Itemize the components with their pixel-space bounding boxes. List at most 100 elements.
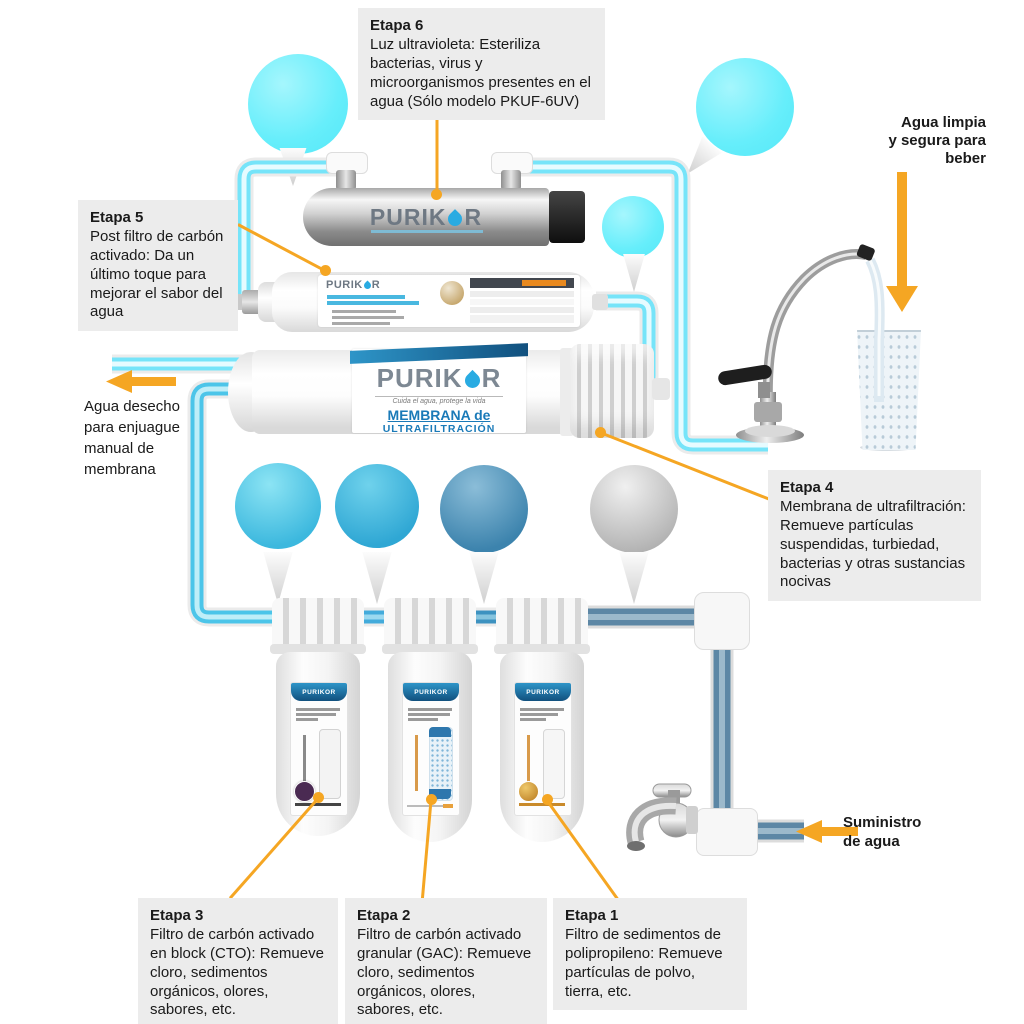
- label-text-bar: [332, 322, 390, 325]
- housing-collar: [494, 644, 590, 654]
- membrane-label-ribbon: [350, 343, 528, 364]
- supply-tee-fitting: [696, 808, 758, 856]
- label-vertical-text: [415, 735, 418, 791]
- label-text-bar: [408, 718, 438, 721]
- filter-right-nub: [592, 294, 608, 310]
- label-text-bar: [332, 316, 404, 319]
- water-drop-icon: [362, 280, 373, 290]
- label-badge: [294, 781, 315, 802]
- water-drop-icon: [461, 369, 483, 392]
- label-text-bar: [520, 708, 564, 711]
- clean-water-arrow: [897, 172, 907, 288]
- brand-text: R: [464, 203, 483, 230]
- connector-dot: [426, 794, 437, 805]
- etapa1-callout: Etapa 1 Filtro de sedimentos de poliprop…: [553, 898, 747, 1011]
- supply-tap: [626, 783, 698, 851]
- membrane-type-line2: ULTRAFILTRACIÓN: [382, 423, 496, 435]
- brand-text: PURIK: [369, 203, 447, 230]
- housing-cap: [272, 598, 364, 648]
- bubble-stage1-water: [440, 465, 528, 553]
- purikor-logo: PURIKOR: [403, 683, 459, 701]
- purikor-logo: PURIKOR: [291, 683, 347, 701]
- stage-title: Etapa 1: [565, 907, 619, 924]
- purikor-logo: PURIKOR: [515, 683, 571, 701]
- label-bottom-tick: [443, 804, 453, 808]
- etapa3-callout: Etapa 3 Filtro de carbón activado en blo…: [138, 898, 338, 1024]
- label-spec-code: [522, 280, 566, 286]
- brand-text: PURIKOR: [526, 688, 560, 696]
- cartridge-image: [543, 729, 565, 799]
- brand-text: PURIKOR: [414, 688, 448, 696]
- connector-etapa6: [435, 117, 439, 198]
- label-badge: [440, 281, 464, 305]
- stage-body: Filtro de carbón activado granular (GAC)…: [357, 925, 532, 1019]
- connector-dot: [595, 427, 606, 438]
- filter-fitting: [242, 290, 262, 314]
- stage-title: Etapa 5: [90, 209, 144, 226]
- stage-body: Filtro de sedimentos de polipropileno: R…: [565, 925, 723, 1000]
- label-line: beber: [945, 150, 986, 167]
- bubble-stage3-water: [235, 463, 321, 549]
- purikor-logo: PURIK R: [303, 188, 549, 246]
- uv-port: [501, 170, 521, 190]
- uv-end-cap: [549, 191, 585, 243]
- connector-dot: [431, 189, 442, 200]
- connector-dot: [313, 792, 324, 803]
- label-vertical-text: [527, 735, 530, 791]
- water-drop-icon: [445, 208, 466, 229]
- stage-title: Etapa 4: [780, 479, 834, 496]
- label-line: Agua limpia: [900, 114, 986, 131]
- label-rule: [375, 396, 503, 397]
- brand-text: R: [481, 363, 502, 393]
- label-text-bar: [332, 310, 396, 313]
- label-spec-row: [470, 299, 574, 305]
- brand-text: R: [371, 279, 381, 291]
- etapa4-callout: Etapa 4 Membrana de ultrafiltración: Rem…: [768, 470, 981, 602]
- housing-cap: [496, 598, 588, 648]
- label-text-bar: [296, 713, 336, 716]
- membrane-nub: [652, 378, 670, 400]
- cartridge-cap: [429, 789, 451, 799]
- housing-sediment: PURIKOR: [494, 598, 590, 844]
- label-text-bar: [520, 718, 546, 721]
- supply-arrow: [820, 827, 858, 836]
- water-glass: [857, 330, 921, 450]
- etapa2-callout: Etapa 2 Filtro de carbón activado granul…: [345, 898, 547, 1024]
- etapa5-callout: Etapa 5 Post filtro de carbón activado: …: [78, 200, 238, 332]
- label-bottom-bar: [519, 803, 565, 806]
- bubble-stage2-water: [335, 464, 419, 548]
- label-line: de agua: [843, 832, 900, 850]
- label-spec-row: [470, 307, 574, 313]
- stage-body: Luz ultravioleta: Esteriliza bacterias, …: [370, 35, 591, 110]
- etapa6-callout: Etapa 6 Luz ultravioleta: Esteriliza bac…: [358, 8, 605, 121]
- uf-membrane: PURIK R Cuida el agua, protege la vida ME…: [226, 343, 672, 440]
- label-badge: [518, 781, 539, 802]
- stage-title: Etapa 2: [357, 907, 411, 924]
- housing-collar: [382, 644, 478, 654]
- waste-water-arrow: [130, 377, 176, 386]
- bubble-clean-water-right: [696, 58, 794, 156]
- label-text-bar: [296, 708, 340, 711]
- housing-cap: [384, 598, 476, 648]
- uv-body: PURIK R: [303, 188, 549, 246]
- supply-label: Suministro de agua: [843, 814, 921, 852]
- bubble-raw-water: [590, 465, 678, 553]
- waste-water-label: Agua desecho para enjuague manual de mem…: [84, 396, 180, 480]
- membrane-ribbed-cap: [570, 344, 654, 438]
- stage-body: Membrana de ultrafiltración: Remueve par…: [780, 497, 966, 591]
- label-vertical-text: [303, 735, 306, 791]
- uv-port: [336, 170, 356, 190]
- membrane-type-line1: MEMBRANA de: [387, 407, 491, 423]
- label-text-bar: [296, 718, 318, 721]
- membrane-tagline: Cuida el agua, protege la vida: [392, 398, 486, 405]
- brand-text: PURIK: [376, 363, 463, 393]
- membrane-label: PURIK R Cuida el agua, protege la vida ME…: [350, 343, 528, 435]
- brand-text: PURIKOR: [302, 688, 336, 696]
- purikor-logo: PURIK R: [352, 363, 526, 394]
- clean-water-label: Agua limpia y segura para beber: [826, 114, 986, 168]
- label-text-bar: [520, 713, 558, 716]
